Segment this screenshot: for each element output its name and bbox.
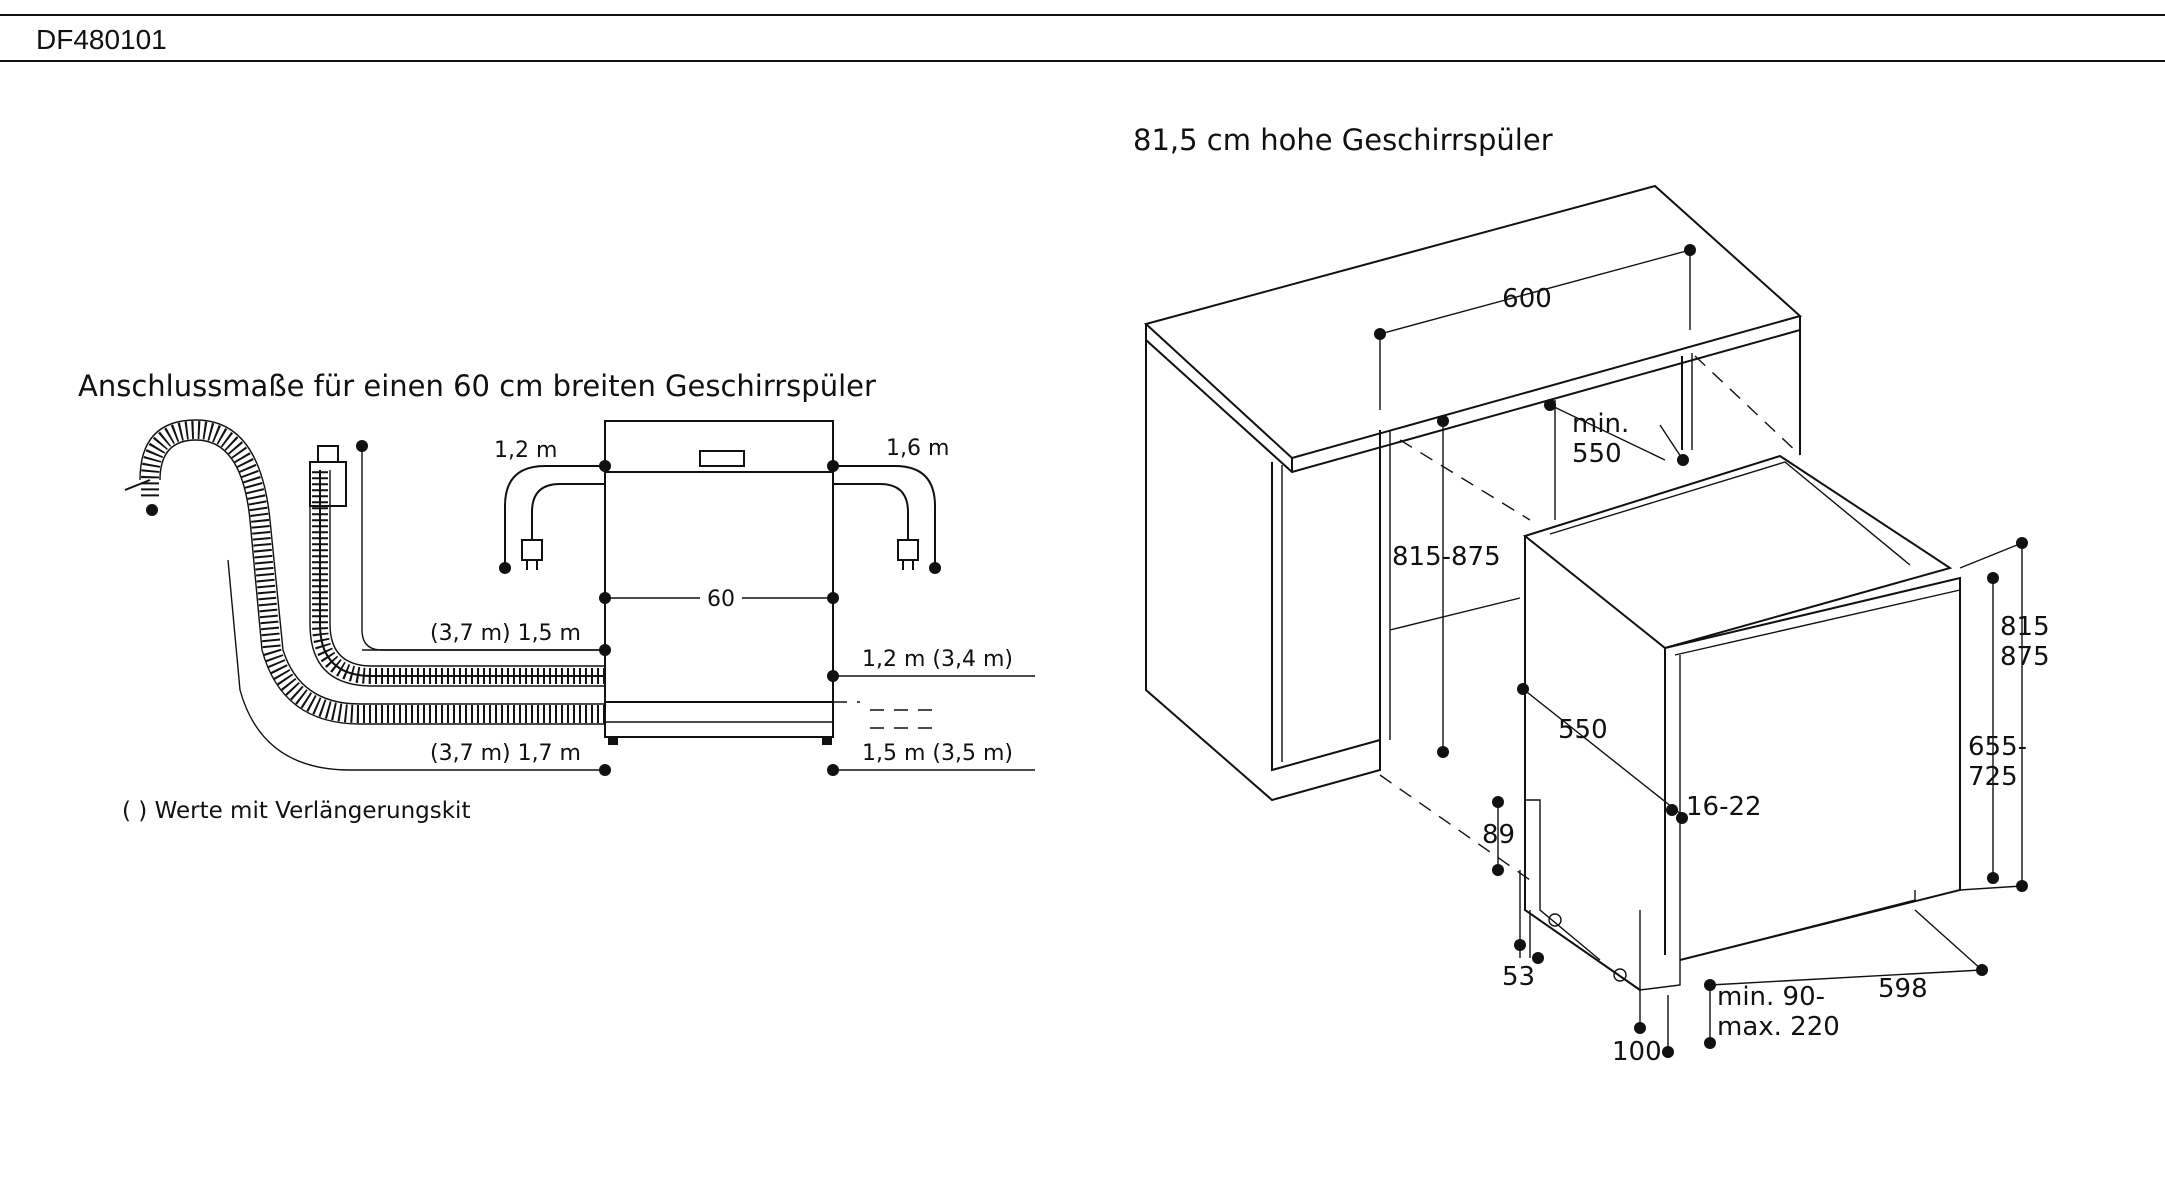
control-panel	[699, 450, 745, 467]
hose-upper-left: (3,7 m) 1,5 m	[430, 621, 581, 646]
worktop	[1143, 184, 1803, 460]
width-598-label: 598	[1878, 974, 1928, 1004]
door-thickness-label: 16-22	[1686, 792, 1762, 822]
height-label-2: 875	[2000, 642, 2050, 672]
dishwasher-side	[1524, 536, 1641, 991]
power-cable-right	[833, 465, 936, 568]
connection-title: Anschlussmaße für einen 60 cm breiten Ge…	[78, 369, 876, 403]
cable-right-length: 1,6 m	[886, 436, 949, 461]
hose-upper-right: 1,2 m (3,4 m)	[862, 647, 1013, 672]
niche-height-label: 815-875	[1392, 542, 1501, 572]
model-number: DF480101	[36, 24, 167, 55]
plug-right-icon	[897, 539, 919, 561]
installation-title: 81,5 cm hohe Geschirrspüler	[1133, 123, 1553, 157]
dishwasher-door	[1664, 576, 1961, 961]
power-cable-left	[504, 465, 605, 565]
min-height-label-2: 550	[1572, 439, 1622, 469]
door-height-label-2: 725	[1968, 762, 2018, 792]
plinth-label-1: min. 90-	[1717, 982, 1825, 1012]
installation-diagram: 81,5 cm hohe Geschirrspüler	[1133, 123, 2050, 1067]
hose-lower-left: (3,7 m) 1,7 m	[430, 741, 581, 766]
dim-100-label: 100	[1612, 1037, 1662, 1067]
niche-width-label: 600	[1502, 284, 1552, 314]
dim-89-label: 89	[1482, 820, 1515, 850]
plug-left-icon	[521, 539, 543, 561]
dim-53-label: 53	[1502, 962, 1535, 992]
footnote: ( ) Werte mit Verlängerungskit	[122, 798, 470, 824]
min-height-label-1: min.	[1572, 409, 1629, 439]
plinth-label-2: max. 220	[1717, 1012, 1840, 1042]
door-height-label-1: 655-	[1968, 732, 2027, 762]
left-cabinet	[1145, 340, 1381, 802]
cable-left-length: 1,2 m	[494, 438, 557, 463]
height-label-1: 815	[2000, 612, 2050, 642]
dishwasher-top	[1522, 454, 1953, 650]
dishwasher-front	[604, 420, 834, 738]
hose-lower-right: 1,5 m (3,5 m)	[862, 741, 1013, 766]
connection-diagram: Anschlussmaße für einen 60 cm breiten Ge…	[78, 369, 1035, 824]
header-bar: DF480101	[0, 14, 2165, 62]
drain-hose	[319, 470, 605, 677]
width-label: 60	[707, 587, 735, 612]
depth-label: 550	[1558, 715, 1608, 745]
